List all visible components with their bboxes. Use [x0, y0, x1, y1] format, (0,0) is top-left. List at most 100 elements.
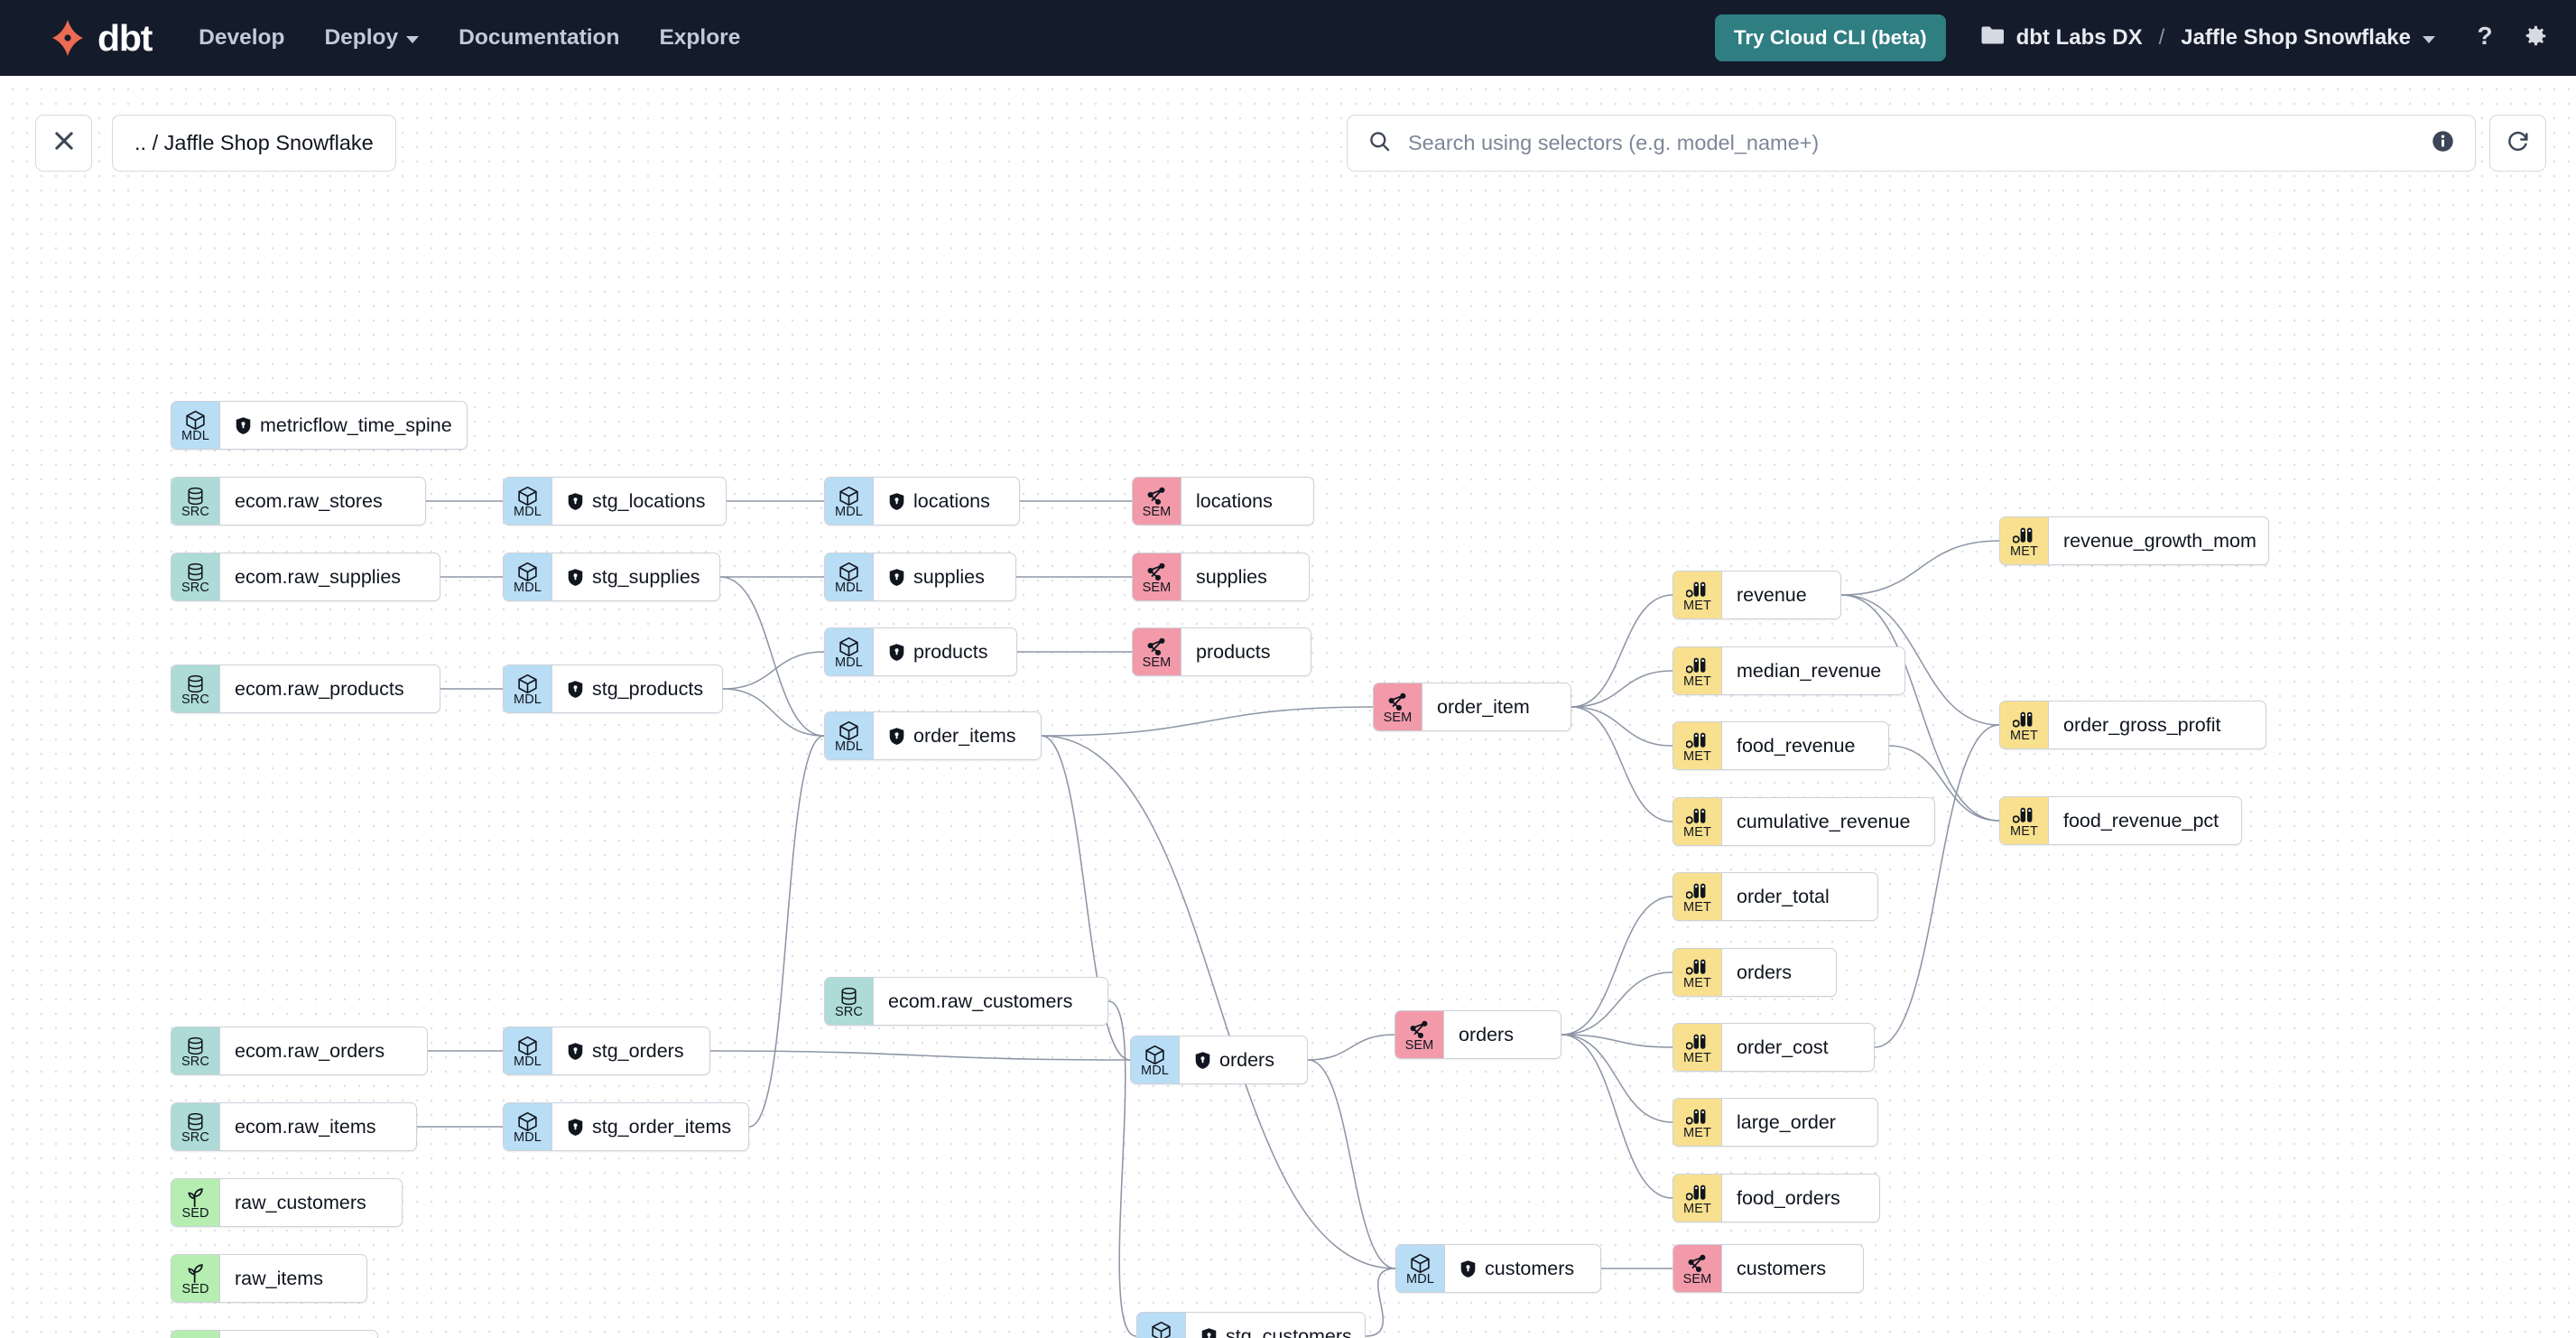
- node-type-badge-met: MET: [1673, 571, 1722, 618]
- search-input[interactable]: [1406, 130, 2431, 156]
- node-label: ecom.raw_products: [235, 677, 404, 700]
- nav-link-documentation[interactable]: Documentation: [459, 25, 619, 51]
- svg-text:?: ?: [2477, 23, 2492, 50]
- node-type-badge-sem: SEM: [1133, 478, 1181, 525]
- dbt-logo[interactable]: dbt: [43, 16, 153, 60]
- node-type-label: MET: [1683, 976, 1711, 990]
- node-body: ecom.raw_orders: [220, 1027, 402, 1074]
- lineage-node-mdl_locations[interactable]: MDL locations: [824, 477, 1020, 525]
- lineage-node-mdl_products[interactable]: MDL products: [824, 627, 1017, 676]
- node-type-badge-sem: SEM: [1673, 1245, 1722, 1292]
- breadcrumb-project[interactable]: Jaffle Shop Snowflake: [2181, 25, 2411, 50]
- nav-link-deploy-label: Deploy: [324, 25, 399, 50]
- question-mark-icon[interactable]: ?: [2471, 22, 2498, 54]
- lineage-node-metricflow_time_spine[interactable]: MDL metricflow_time_spine: [171, 401, 468, 450]
- node-body: supplies: [1181, 553, 1284, 600]
- node-label: food_orders: [1737, 1186, 1840, 1209]
- node-label: food_revenue_pct: [2063, 809, 2219, 832]
- bar-chart-icon: [2012, 805, 2036, 825]
- try-cloud-cli-button[interactable]: Try Cloud CLI (beta): [1714, 14, 1946, 61]
- dbt-wordmark: dbt: [97, 16, 153, 59]
- node-body: food_revenue_pct: [2049, 797, 2236, 844]
- node-type-label: SRC: [181, 505, 209, 519]
- refresh-button[interactable]: [2489, 115, 2546, 172]
- node-type-badge-sem: SEM: [1133, 628, 1181, 675]
- node-body: order_item: [1422, 683, 1547, 730]
- search-bar[interactable]: [1347, 115, 2476, 172]
- close-graph-button[interactable]: [35, 115, 92, 172]
- project-chevron-down-icon[interactable]: [2423, 35, 2435, 43]
- breadcrumb-chip[interactable]: .. / Jaffle Shop Snowflake: [112, 115, 396, 172]
- node-body: order_cost: [1722, 1024, 1846, 1071]
- gear-icon[interactable]: [2522, 23, 2549, 54]
- node-label: order_total: [1737, 885, 1830, 907]
- node-type-badge-mdl: MDL: [504, 665, 552, 712]
- lineage-node-stg_products[interactable]: MDL stg_products: [503, 664, 723, 713]
- lineage-edge: [1874, 724, 2000, 1048]
- node-type-badge-mdl: MDL: [504, 478, 552, 525]
- node-body: metricflow_time_spine: [220, 402, 469, 449]
- lineage-node-stg_orders[interactable]: MDL stg_orders: [503, 1027, 710, 1075]
- info-icon[interactable]: [2431, 129, 2455, 158]
- lineage-edge: [1041, 735, 1131, 1061]
- cube-icon: [1150, 1321, 1172, 1338]
- lineage-node-mdl_customers[interactable]: MDL customers: [1395, 1244, 1601, 1293]
- breadcrumb-chip-label: .. / Jaffle Shop Snowflake: [134, 131, 374, 154]
- node-label: raw_customers: [235, 1191, 366, 1213]
- node-label: products: [913, 640, 988, 663]
- nav-link-deploy[interactable]: Deploy: [324, 25, 420, 51]
- cube-icon: [1144, 1045, 1166, 1064]
- node-body: order_items: [874, 712, 1033, 759]
- lineage-edge: [1571, 594, 1673, 708]
- lineage-node-stg_locations[interactable]: MDL stg_locations: [503, 477, 727, 525]
- node-label: ecom.raw_supplies: [235, 565, 402, 588]
- lineage-node-src_raw_products[interactable]: SRC ecom.raw_products: [171, 664, 440, 713]
- nav-link-develop[interactable]: Develop: [199, 25, 284, 51]
- lineage-node-stg_order_items[interactable]: MDL stg_order_items: [503, 1102, 749, 1151]
- lineage-edge: [1571, 706, 1673, 747]
- bar-chart-icon: [1685, 730, 1710, 750]
- node-type-label: SRC: [181, 692, 209, 707]
- lineage-node-mdl_orders[interactable]: MDL orders: [1130, 1036, 1308, 1084]
- lineage-node-mdl_stg_customers[interactable]: MDL stg_customers: [1136, 1312, 1366, 1338]
- lineage-node-mdl_order_items[interactable]: MDL order_items: [824, 711, 1042, 760]
- node-body: raw_customers: [220, 1179, 384, 1226]
- node-type-label: MET: [2010, 729, 2038, 743]
- lineage-node-stg_supplies[interactable]: MDL stg_supplies: [503, 553, 720, 601]
- database-icon: [185, 674, 206, 693]
- node-type-badge-mdl: MDL: [1396, 1245, 1445, 1292]
- node-type-badge-met: MET: [1673, 949, 1722, 996]
- nav-link-explore[interactable]: Explore: [659, 25, 740, 51]
- node-type-label: MDL: [835, 505, 863, 519]
- node-type-badge-sem: SEM: [1374, 683, 1422, 730]
- lineage-node-mdl_supplies[interactable]: MDL supplies: [824, 553, 1016, 601]
- breadcrumb-account[interactable]: dbt Labs DX: [2015, 25, 2143, 50]
